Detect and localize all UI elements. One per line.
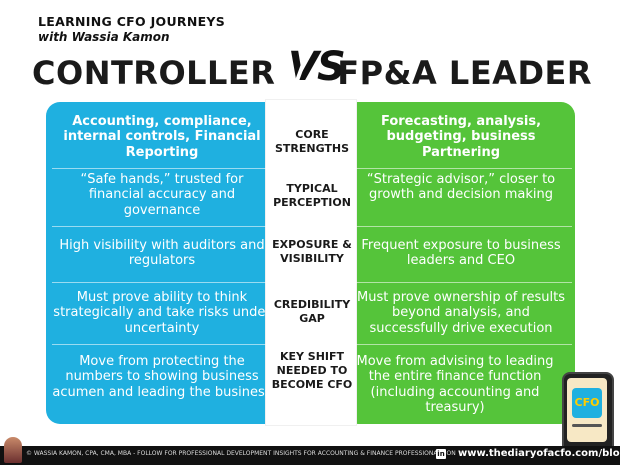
right-role-heading: FP&A LEADER [337,54,592,92]
footer-bar [0,446,620,465]
criteria-exposure-visibility: EXPOSURE & VISIBILITY [272,238,352,265]
criteria-key-shift: KEY SHIFT NEEDED TO BECOME CFO [271,350,353,391]
criteria-core-strengths: CORE STRENGTHS [274,128,350,155]
left-role-heading: CONTROLLER [32,54,276,92]
fpa-credibility-gap: Must prove ownership of results beyond a… [357,290,565,336]
series-title: LEARNING CFO JOURNEYS [38,14,226,29]
row-divider [52,226,572,227]
controller-typical-perception: “Safe hands,” trusted for financial accu… [80,172,244,218]
row-divider [52,344,572,345]
author-avatar [4,437,22,463]
controller-core-strengths: Accounting, compliance, internal control… [63,114,261,160]
fpa-exposure-visibility: Frequent exposure to business leaders an… [361,238,561,269]
fpa-panel [344,102,575,424]
row-divider [52,168,572,169]
criteria-column [266,100,356,425]
podcast-cover-art: CFO [572,388,602,418]
footer-credit: © WASSIA KAMON, CPA, CMA, MBA - FOLLOW F… [26,450,456,457]
criteria-credibility-gap: CREDIBILITY GAP [273,298,351,325]
byline: with Wassia Kamon [38,30,170,44]
criteria-typical-perception: TYPICAL PERCEPTION [273,182,351,209]
controller-credibility-gap: Must prove ability to think strategicall… [53,290,271,336]
controller-exposure-visibility: High visibility with auditors and regula… [59,238,265,269]
row-divider [52,282,572,283]
fpa-core-strengths: Forecasting, analysis, budgeting, busine… [380,114,542,160]
controller-key-shift: Move from protecting the numbers to show… [52,354,272,400]
linkedin-icon[interactable]: in [436,449,446,459]
controller-panel [46,102,296,424]
fpa-key-shift: Move from advising to leading the entire… [356,354,554,415]
blog-link[interactable]: www.thediaryofacfo.com/blog [458,448,620,459]
phone-progress-bar [572,424,602,427]
fpa-typical-perception: “Strategic advisor,” closer to growth an… [366,172,556,203]
